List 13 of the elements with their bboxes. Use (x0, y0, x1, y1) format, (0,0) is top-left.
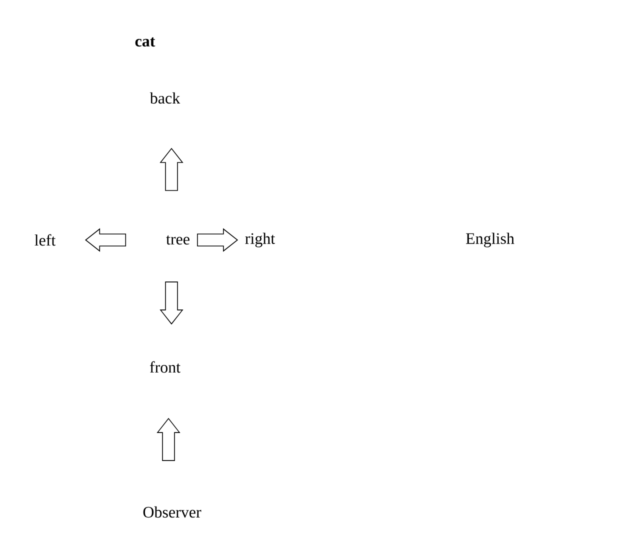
word-label: back (150, 92, 180, 104)
title: cat (135, 37, 156, 47)
word-label: right (245, 232, 276, 248)
block-arrow (156, 418, 180, 461)
block-arrow (160, 148, 184, 191)
word-label: left (34, 234, 56, 246)
word-label: Observer (143, 506, 202, 518)
text-label: English (466, 232, 514, 248)
word-label: tree (166, 235, 190, 245)
block-arrow (85, 228, 126, 252)
block-arrow (197, 228, 238, 252)
word-label: front (150, 361, 180, 373)
block-arrow (160, 282, 184, 325)
